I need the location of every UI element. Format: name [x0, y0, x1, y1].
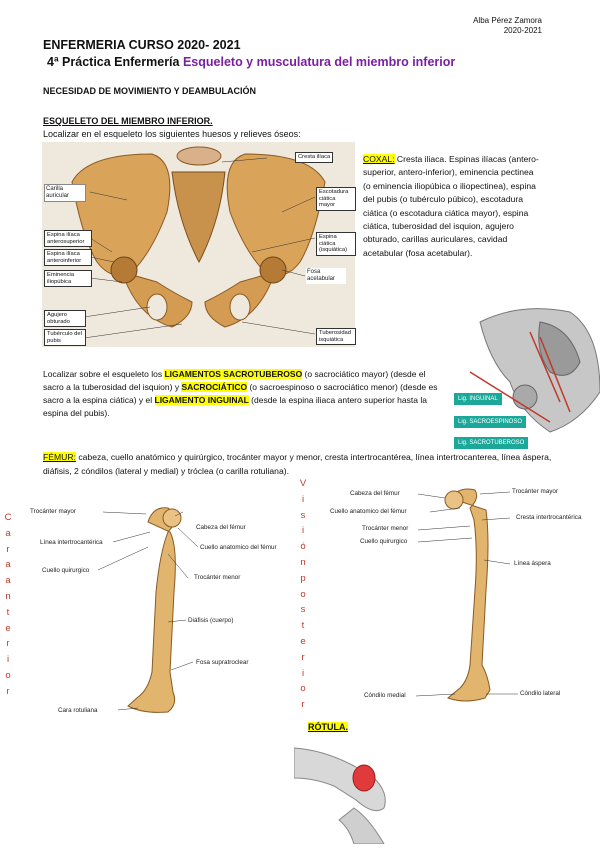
anterior-view-letter: a — [5, 575, 11, 587]
label-eminencia: Eminencia iliopúbica — [44, 270, 92, 287]
post-label-cabeza: Cabeza del fémur — [350, 490, 400, 497]
anterior-view-letter: a — [5, 527, 11, 539]
post-label-cresta: Cresta intertrocantérica — [516, 514, 582, 521]
anterior-view-letter: t — [6, 606, 10, 618]
ligaments-text-1: (o sacrociático mayor) (desde el sacro a… — [43, 369, 426, 392]
femur-posterior-image: Cabeza del fémur Trocánter mayor Cuello … — [320, 480, 600, 705]
pelvis-image: Cresta ilíaca Carilla auricular Escotadu… — [42, 142, 356, 347]
ant-label-linea: Línea intertrocantérica — [40, 539, 103, 546]
ant-label-cuello-quir: Cuello quirurgico — [42, 567, 90, 574]
rotula-drawing — [293, 738, 404, 845]
ant-label-fosa: Fosa supratroclear — [196, 659, 249, 666]
anterior-view-letter: i — [6, 654, 10, 666]
posterior-view-letter: i — [301, 525, 305, 537]
posterior-view-letter: s — [300, 509, 306, 521]
post-label-cuello-anat: Cuello anatomico del fémur — [330, 508, 407, 515]
femur-posterior-drawing — [415, 488, 518, 702]
label-cresta-iliaca: Cresta ilíaca — [295, 152, 334, 163]
posterior-view-letter: p — [300, 572, 306, 584]
label-tuberosidad: Tuberosidad isquiática — [316, 328, 356, 345]
posterior-view-letter: i — [301, 493, 305, 505]
rotula-title-text: RÓTULA. — [308, 722, 348, 732]
post-label-trocanter-mayor: Trocánter mayor — [512, 488, 558, 495]
ligament-sacrociatico: SACROCIÁTICO — [181, 382, 248, 392]
posterior-view-letter: V — [299, 478, 307, 489]
posterior-view-letter: e — [300, 635, 306, 647]
label-eas: Espina ilíaca anterosuperior — [44, 230, 92, 247]
label-fosa-acetabular: Fosa acetabular — [306, 268, 346, 284]
posterior-view-letter: r — [301, 699, 305, 711]
anterior-view-letter: e — [5, 622, 11, 634]
rotula-title: RÓTULA. — [308, 722, 348, 732]
post-label-linea-aspera: Línea áspera — [514, 560, 551, 567]
tag-lig-sacroespinoso: Lig. SACROESPINOSO — [454, 416, 527, 428]
femur-label: FÉMUR: — [43, 452, 76, 462]
anterior-view-letter: o — [5, 669, 11, 681]
practice-prefix: 4ª Práctica Enfermería — [47, 55, 180, 69]
anterior-view-letter: a — [5, 559, 11, 571]
section-title: ESQUELETO DEL MIEMBRO INFERIOR. — [43, 116, 213, 126]
anterior-view-letter: n — [5, 590, 11, 602]
need-title: NECESIDAD DE MOVIMIENTO Y DEAMBULACIÓN — [43, 86, 257, 96]
anterior-view-letter: C — [4, 512, 12, 523]
ant-label-diafisis: Diáfisis (cuerpo) — [188, 617, 234, 624]
practice-topic: Esqueleto y musculatura del miembro infe… — [182, 55, 456, 69]
label-eai: Espina ilíaca anteroinferior — [44, 249, 92, 266]
ant-label-cuello-anat: Cuello anatomico del fémur — [200, 544, 277, 551]
course-title: ENFERMERIA CURSO 2020- 2021 — [43, 38, 241, 52]
femur-paragraph: FÉMUR: cabeza, cuello anatómico y quirúr… — [43, 451, 563, 478]
ligament-sacrotuberoso: LIGAMENTOS SACROTUBEROSO — [164, 369, 303, 379]
posterior-view-letter: n — [300, 556, 306, 568]
posterior-view-letter: o — [300, 588, 306, 600]
post-label-trocanter-menor: Trocánter menor — [362, 525, 409, 532]
ant-label-cara-rotuliana: Cara rotuliana — [58, 707, 98, 714]
femur-text: cabeza, cuello anatómico y quirúrgico, t… — [43, 452, 552, 476]
tag-lig-sacrotuberoso: Lig. SACROTUBEROSO — [454, 437, 529, 449]
ant-label-cabeza: Cabeza del fémur — [196, 524, 246, 531]
ant-label-trocanter-menor: Trocánter menor — [194, 574, 241, 581]
anterior-view-letter: r — [6, 685, 10, 697]
practice-title: 4ª Práctica Enfermería Esqueleto y muscu… — [47, 55, 455, 69]
label-espina-ciatica: Espina ciática (isquiática) — [316, 232, 356, 256]
anterior-view-letter: r — [6, 638, 10, 650]
rotula-image — [293, 738, 404, 845]
coxal-label: COXAL: — [363, 154, 395, 164]
femur-anterior-drawing — [97, 507, 199, 713]
femur-anterior-image: Trocánter mayor Cabeza del fémur Línea i… — [28, 492, 298, 722]
posterior-view-letter: i — [301, 667, 305, 679]
author-name: Alba Pérez Zamora — [473, 16, 542, 25]
ligaments-intro: Localizar sobre el esqueleto los — [43, 369, 165, 379]
ligament-inguinal: LIGAMENTO INGUINAL — [154, 395, 249, 405]
label-agujero-obturado: Agujero obturado — [44, 310, 86, 327]
pelvis-drawing — [42, 142, 355, 347]
author-block: Alba Pérez Zamora 2020-2021 — [473, 16, 542, 36]
posterior-view-letter: s — [300, 604, 306, 616]
posterior-view-letter: ó — [300, 541, 306, 553]
coxal-paragraph: COXAL: Cresta iliaca. Espinas ilíacas (a… — [363, 153, 543, 260]
ligaments-text-2: (o sacroespinoso o sacrociático menor) (… — [43, 382, 438, 405]
coxal-text: Cresta iliaca. Espinas ilíacas (antero-s… — [363, 154, 539, 258]
label-escotadura: Escotadura ciática mayor — [316, 187, 356, 211]
post-label-condilo-medial: Cóndilo medial — [364, 692, 406, 699]
ant-label-trocanter-mayor: Trocánter mayor — [30, 508, 76, 515]
tag-lig-inguinal: Lig. INGUINAL — [454, 393, 502, 405]
post-label-cuello-quir: Cuello quirurgico — [360, 538, 408, 545]
label-tuberculo-pubis: Tubérculo del pubis — [44, 329, 86, 346]
ligaments-text-3: (desde la espina iliaca antero superior … — [43, 395, 427, 418]
posterior-view-letter: r — [301, 651, 305, 663]
label-carilla-auricular: Carilla auricular — [44, 184, 86, 202]
posterior-view-letter: t — [301, 620, 305, 632]
author-year: 2020-2021 — [503, 26, 542, 35]
anterior-view-letter: r — [6, 543, 10, 555]
post-label-condilo-lateral: Cóndilo lateral — [520, 690, 561, 697]
ligament-image: Lig. INGUINAL Lig. SACROESPINOSO Lig. SA… — [450, 302, 600, 450]
posterior-view-letter: o — [300, 683, 306, 695]
ligaments-paragraph: Localizar sobre el esqueleto los LIGAMEN… — [43, 368, 438, 420]
locate-instructions: Localizar en el esqueleto los siguientes… — [43, 129, 301, 139]
